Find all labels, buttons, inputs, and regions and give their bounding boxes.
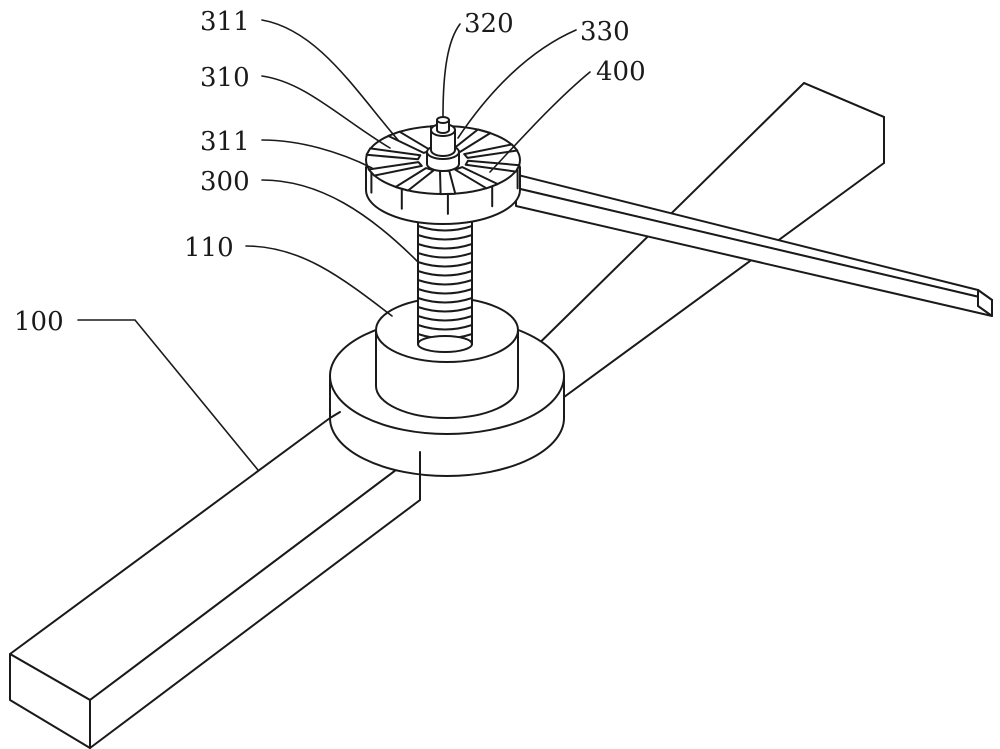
screw-thread bbox=[417, 315, 473, 322]
label-300: 300 bbox=[200, 167, 250, 197]
leader-400 bbox=[489, 71, 591, 173]
screw-thread bbox=[417, 324, 473, 331]
label-320: 320 bbox=[464, 9, 514, 39]
leader-110 bbox=[245, 245, 393, 317]
label-100: 100 bbox=[14, 307, 64, 337]
screw-300 bbox=[417, 217, 473, 353]
ratchet-slot bbox=[367, 161, 423, 177]
screw-thread bbox=[417, 279, 473, 286]
label-311-mid: 311 bbox=[200, 127, 250, 157]
leader-lines bbox=[77, 19, 591, 471]
screw-thread bbox=[417, 288, 473, 295]
label-310: 310 bbox=[200, 63, 250, 93]
leader-100 bbox=[77, 319, 259, 471]
screw-thread bbox=[417, 270, 473, 277]
screw-thread bbox=[417, 261, 473, 268]
label-400: 400 bbox=[596, 57, 646, 87]
screw-thread bbox=[417, 297, 473, 304]
leader-311-top bbox=[261, 19, 399, 141]
leader-320 bbox=[442, 23, 461, 117]
label-311-top: 311 bbox=[200, 7, 250, 37]
screw-thread bbox=[417, 306, 473, 313]
label-330: 330 bbox=[580, 17, 630, 47]
ratchet-slot bbox=[464, 159, 521, 173]
screw-thread bbox=[417, 234, 473, 241]
leader-310 bbox=[261, 75, 391, 149]
nut-320-330 bbox=[426, 116, 460, 172]
ratchet-slot bbox=[454, 166, 499, 190]
screw-thread bbox=[417, 225, 473, 232]
screw-thread bbox=[417, 252, 473, 259]
leader-300 bbox=[261, 179, 419, 263]
label-110: 110 bbox=[184, 233, 234, 263]
ratchet-slot bbox=[365, 147, 422, 161]
ratchet-slot bbox=[463, 143, 519, 159]
screw-thread bbox=[417, 243, 473, 250]
leader-311-mid bbox=[261, 139, 373, 169]
leader-330 bbox=[457, 29, 577, 139]
